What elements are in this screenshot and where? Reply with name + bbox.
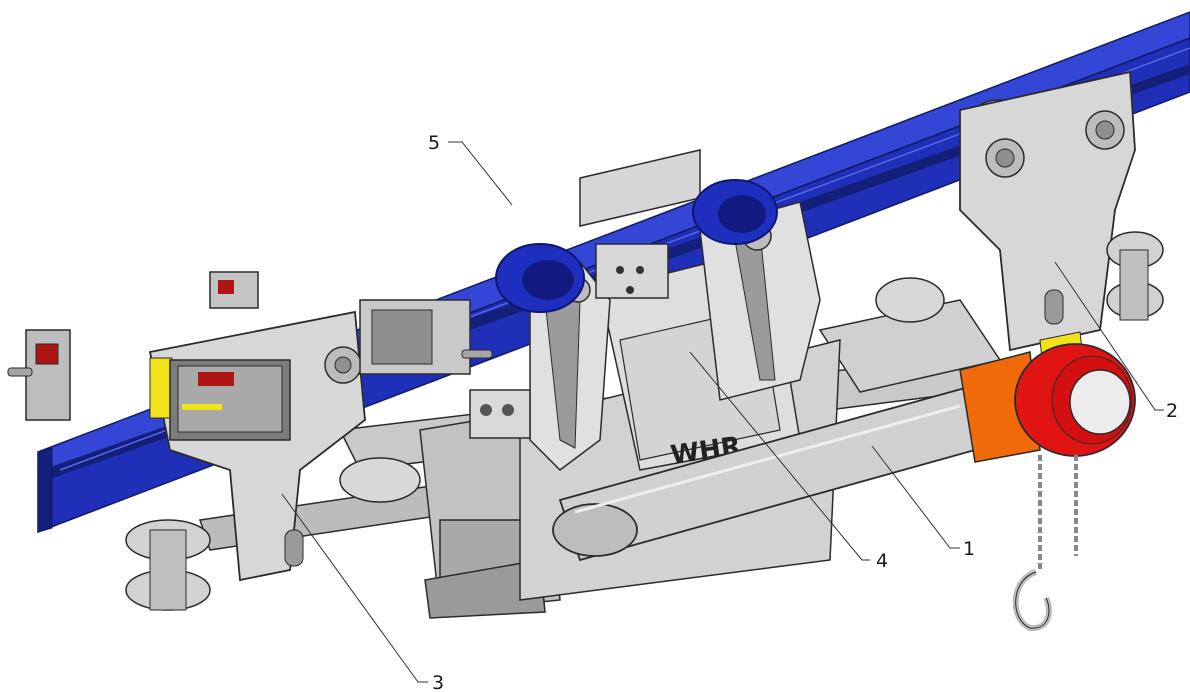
right-end-truck — [875, 70, 1164, 359]
callout-number-3: 3 — [432, 672, 444, 692]
callout-2: 2 — [1054, 261, 1178, 422]
callout-4: 4 — [689, 351, 888, 572]
callout-number-1: 1 — [963, 538, 975, 560]
callout-3: 3 — [281, 493, 444, 692]
left-end-truck — [125, 299, 493, 611]
callout-1: 1 — [871, 445, 975, 560]
callout-number-5: 5 — [428, 132, 440, 154]
callout-number-4: 4 — [876, 550, 888, 572]
callout-5: 5 — [428, 132, 513, 206]
left-end-stop — [7, 271, 259, 421]
chain-hoist — [959, 343, 1136, 632]
callout-number-2: 2 — [1166, 400, 1178, 422]
